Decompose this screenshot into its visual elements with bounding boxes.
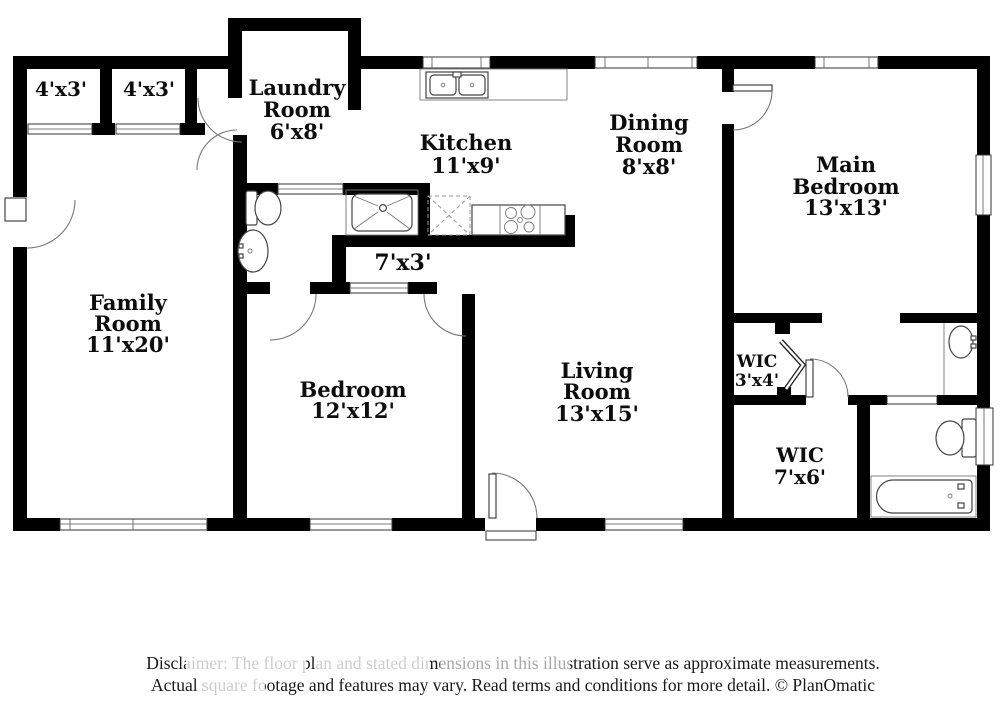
- pantry-cabinet-icon: [427, 195, 471, 236]
- room-label-bedroom-2: 12'x12': [311, 398, 395, 423]
- room-label-hall-closet: 7'x3': [374, 250, 431, 276]
- room-label-living-2: Room: [563, 379, 631, 404]
- room-label-bedroom-1: Bedroom: [299, 377, 406, 402]
- room-label-family-2: Room: [94, 311, 162, 336]
- main-bedroom-door: [732, 84, 773, 131]
- wic-large-door: [805, 358, 849, 398]
- room-label-wic-large-1: WIC: [775, 443, 824, 467]
- doors: [4, 84, 849, 541]
- room-label-wic-large-2: 7'x6': [774, 465, 826, 489]
- room-label-dining-2: Room: [615, 132, 683, 157]
- room-label-closet-2: 4'x3': [123, 77, 175, 101]
- disclaimer-line-2: Actual square footage and features may v…: [151, 675, 875, 695]
- room-label-living-3: 13'x15': [555, 401, 639, 426]
- family-room-window: [59, 518, 208, 531]
- bedroom-window: [309, 518, 393, 531]
- windows: [27, 56, 994, 531]
- room-label-main-bedroom-1: Main: [816, 152, 876, 177]
- room-label-family-1: Family: [89, 290, 168, 315]
- room-labels: 4'x3' 4'x3' Laundry Room 6'x8' Kitchen 1…: [35, 75, 900, 489]
- room-label-laundry-1: Laundry: [249, 75, 347, 100]
- main-bath-toilet-icon: [935, 418, 977, 458]
- room-label-main-bedroom-2: Bedroom: [792, 174, 899, 199]
- walls: [13, 18, 990, 531]
- laundry-door: [197, 97, 243, 143]
- hall-to-family-door: [196, 129, 238, 171]
- footer-fade-patch: [315, 652, 430, 675]
- room-label-wic-small-1: WIC: [736, 352, 778, 372]
- footer-fade-patch: [186, 652, 306, 675]
- kitchen-counter: [419, 68, 568, 101]
- hall-bath-door: [269, 293, 317, 341]
- main-bedroom-top-window: [814, 56, 879, 69]
- shower-icon: [345, 189, 419, 236]
- room-label-laundry-2: Room: [263, 97, 331, 122]
- bathtub-icon: [870, 475, 977, 518]
- room-label-dining-3: 8'x8': [622, 154, 677, 179]
- kitchen-sink-icon: [425, 71, 489, 99]
- main-bath-vanity-sink-icon: [943, 323, 977, 395]
- bedroom-door: [423, 293, 467, 337]
- room-label-closet-1: 4'x3': [35, 77, 87, 101]
- room-label-wic-small-2: 3'x4': [735, 371, 779, 391]
- side-entry-door: [4, 197, 76, 249]
- room-label-laundry-3: 6'x8': [270, 119, 325, 144]
- front-door: [485, 472, 538, 541]
- hall-closet-track: [349, 282, 409, 294]
- room-label-family-3: 11'x20': [86, 332, 170, 357]
- cooktop-icon: [471, 204, 566, 236]
- footer-fade-patch: [440, 652, 570, 675]
- half-bath-toilet-icon: [245, 190, 282, 226]
- bath-door-threshold: [886, 395, 938, 405]
- room-label-dining-1: Dining: [609, 110, 689, 135]
- hall-bath-track: [277, 183, 344, 195]
- bathroom-window: [975, 407, 994, 466]
- closet-door-track: [115, 123, 181, 135]
- room-label-kitchen-2: 11'x9': [431, 153, 500, 178]
- half-bath-pedestal-sink-icon: [237, 229, 269, 273]
- room-label-living-1: Living: [561, 358, 634, 383]
- main-bedroom-side-window: [975, 154, 992, 216]
- wic-small-bifold-door: [779, 339, 807, 391]
- kitchen-window: [422, 56, 491, 69]
- closet-door-track: [27, 123, 93, 135]
- fixtures: [237, 68, 977, 518]
- room-label-kitchen-1: Kitchen: [420, 130, 513, 155]
- dining-window: [594, 56, 698, 69]
- footer-fade-patch: [203, 675, 265, 696]
- room-label-main-bedroom-3: 13'x13': [804, 195, 888, 220]
- footer: Disclaimer: The floor plan and stated di…: [146, 652, 880, 696]
- living-room-window: [604, 518, 684, 531]
